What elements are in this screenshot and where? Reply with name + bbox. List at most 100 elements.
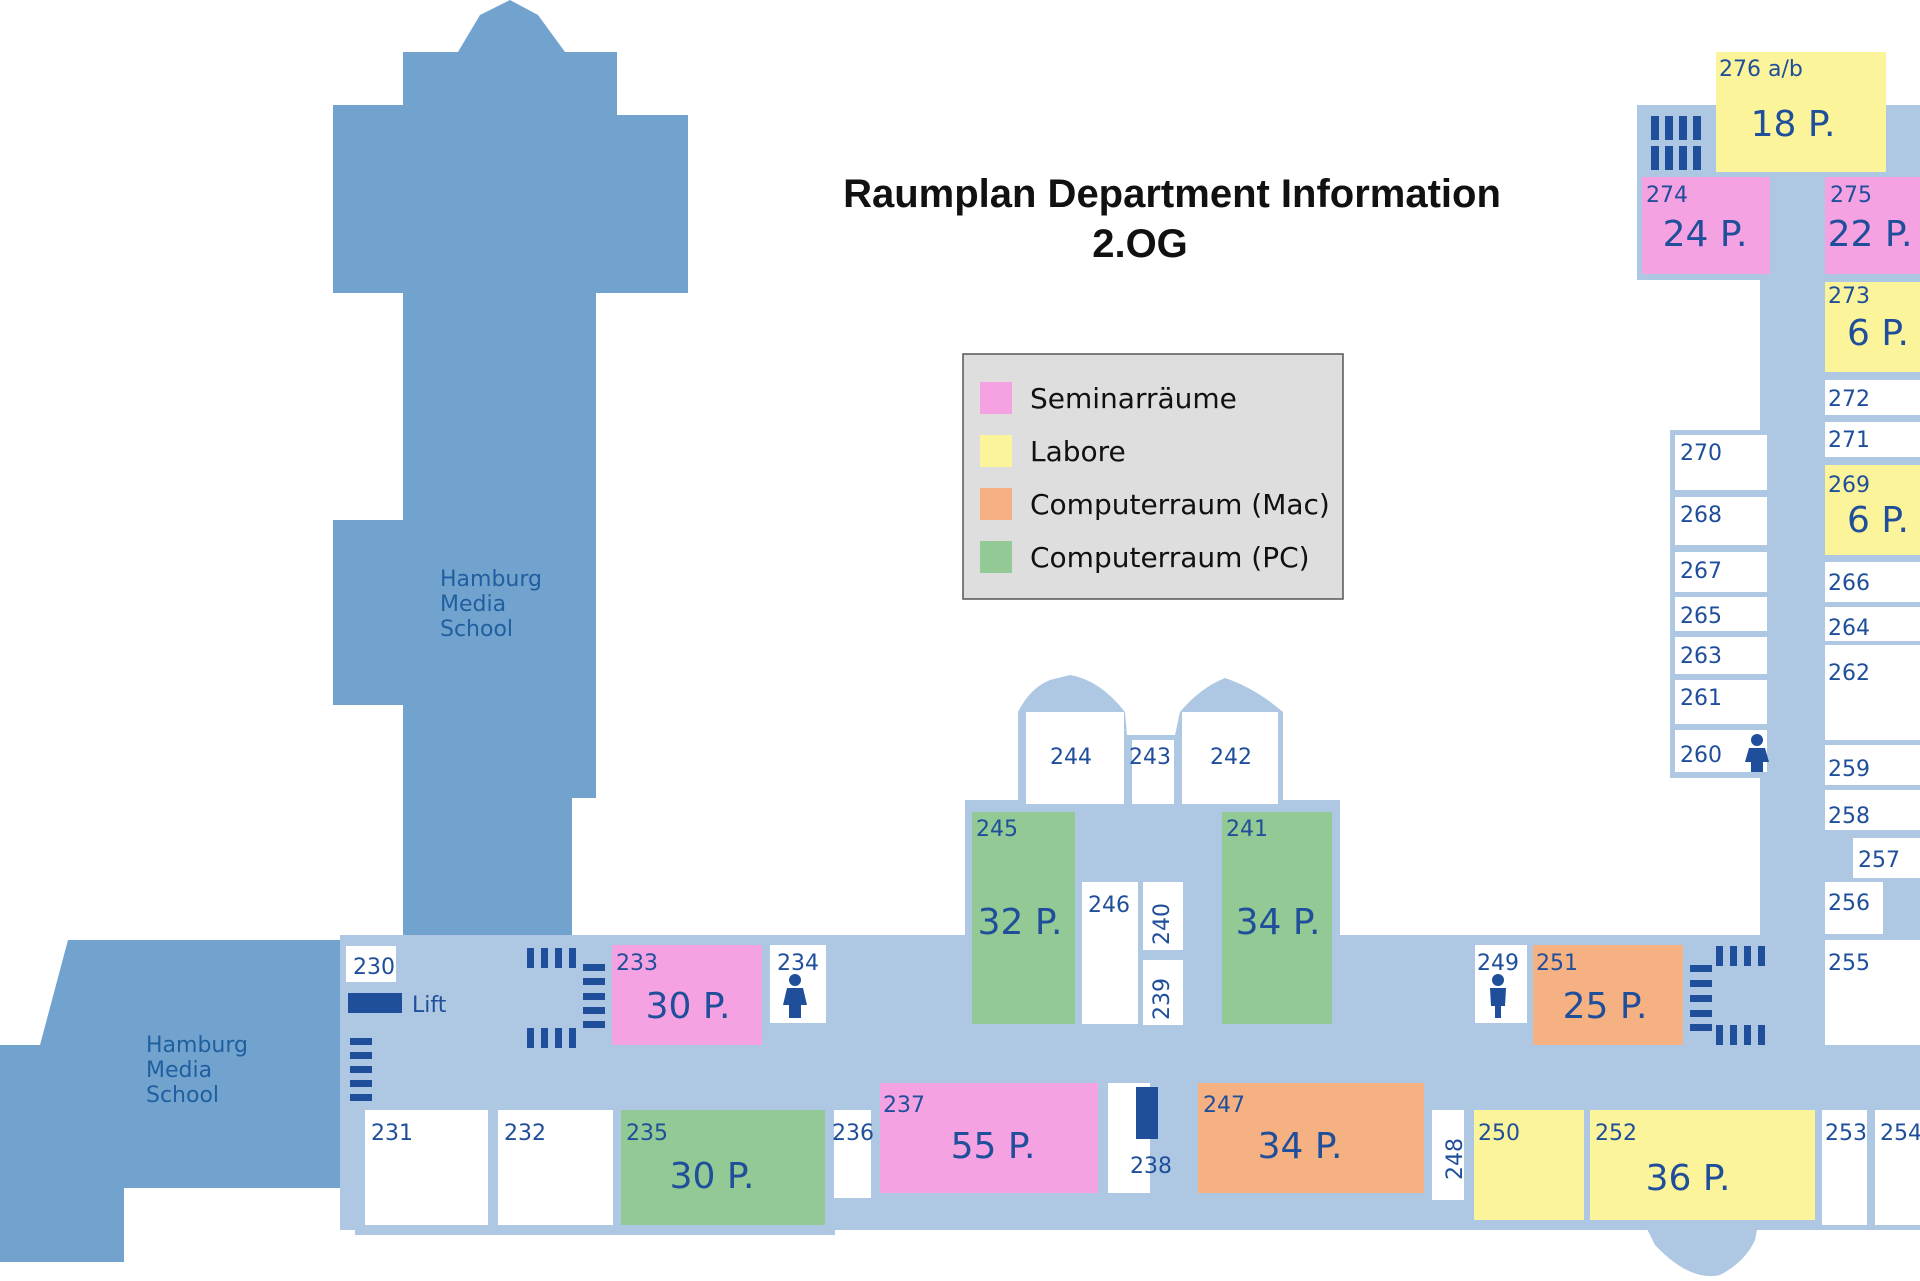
room-area[interactable] [834, 1110, 871, 1198]
room-area[interactable] [1675, 552, 1767, 592]
room-268[interactable]: 268 [1675, 497, 1767, 545]
room-capacity: 18 P. [1751, 104, 1836, 145]
room-area[interactable] [1825, 380, 1920, 415]
room-area[interactable] [621, 1110, 825, 1225]
room-capacity: 6 P. [1847, 313, 1909, 354]
room-area[interactable] [880, 1083, 1098, 1193]
building-top[interactable] [333, 0, 688, 940]
room-area[interactable] [1182, 712, 1278, 804]
room-area[interactable] [1716, 52, 1886, 172]
room-area[interactable] [1825, 882, 1883, 934]
room-area[interactable] [1825, 940, 1920, 1045]
room-area[interactable] [1198, 1083, 1424, 1193]
room-263[interactable]: 263 [1675, 637, 1767, 674]
room-254[interactable]: 254 [1875, 1110, 1920, 1225]
room-246[interactable]: 246 [1082, 882, 1138, 1024]
room-253[interactable]: 253 [1822, 1110, 1867, 1225]
room-271[interactable]: 271 [1825, 422, 1920, 457]
room-244[interactable]: 244 [1026, 712, 1124, 804]
room-number: 234 [777, 951, 819, 976]
building-bottom[interactable] [0, 940, 340, 1262]
room-area[interactable] [1875, 1110, 1920, 1225]
room-area[interactable] [1853, 838, 1920, 878]
room-area[interactable] [1026, 712, 1124, 804]
room-area[interactable] [1825, 562, 1920, 602]
room-area[interactable] [1825, 177, 1920, 274]
room-264[interactable]: 264 [1825, 607, 1920, 641]
room-area[interactable] [1825, 282, 1920, 372]
room-256[interactable]: 256 [1825, 882, 1883, 934]
room-area[interactable] [1474, 1110, 1584, 1220]
room-239[interactable]: 239 [1143, 960, 1183, 1025]
room-276-a-b[interactable]: 276 a/b18 P. [1716, 52, 1886, 172]
room-area[interactable] [1132, 740, 1174, 804]
room-257[interactable]: 257 [1853, 838, 1920, 878]
room-area[interactable] [972, 812, 1075, 1024]
room-area[interactable] [346, 946, 396, 982]
room-area[interactable] [1222, 812, 1332, 1024]
room-area[interactable] [1825, 790, 1920, 830]
room-area[interactable] [1822, 1110, 1867, 1225]
room-area[interactable] [1825, 745, 1920, 785]
room-area[interactable] [1825, 465, 1920, 555]
room-267[interactable]: 267 [1675, 552, 1767, 592]
room-area[interactable] [365, 1110, 488, 1225]
room-number: 270 [1680, 441, 1722, 466]
room-area[interactable] [1675, 637, 1767, 674]
room-area[interactable] [1825, 422, 1920, 457]
room-262[interactable]: 262 [1825, 645, 1920, 740]
room-243[interactable]: 243 [1129, 740, 1174, 804]
room-number: 275 [1830, 183, 1872, 208]
room-248[interactable]: 248 [1432, 1110, 1468, 1200]
room-area[interactable] [1675, 435, 1767, 490]
room-area[interactable] [1675, 680, 1767, 724]
room-259[interactable]: 259 [1825, 745, 1920, 785]
room-area[interactable] [1642, 177, 1770, 274]
room-area[interactable] [1143, 882, 1183, 950]
room-265[interactable]: 265 [1675, 597, 1767, 631]
room-area[interactable] [1533, 945, 1683, 1045]
room-266[interactable]: 266 [1825, 562, 1920, 602]
room-number: 237 [883, 1093, 925, 1118]
room-area[interactable] [1675, 497, 1767, 545]
room-area[interactable] [1825, 645, 1920, 740]
room-258[interactable]: 258 [1825, 790, 1920, 830]
room-area[interactable] [1825, 607, 1920, 641]
room-area[interactable] [612, 945, 762, 1045]
room-area[interactable] [1675, 597, 1767, 631]
room-area[interactable] [1143, 960, 1183, 1025]
room-242[interactable]: 242 [1182, 712, 1278, 804]
room-230[interactable]: 230 [346, 946, 396, 982]
room-area[interactable] [498, 1110, 613, 1225]
room-270[interactable]: 270 [1675, 435, 1767, 490]
room-area[interactable] [1432, 1110, 1464, 1200]
room-number: 253 [1825, 1121, 1867, 1146]
room-number: 264 [1828, 616, 1870, 641]
legend-swatch [980, 488, 1012, 520]
room-232[interactable]: 232 [498, 1110, 613, 1225]
room-240[interactable]: 240 [1143, 882, 1183, 950]
stairs-icon [1651, 116, 1701, 170]
room-capacity: 34 P. [1236, 902, 1321, 943]
room-255[interactable]: 255 [1825, 940, 1920, 1045]
room-250[interactable]: 250 [1474, 1110, 1584, 1220]
room-number: 243 [1129, 745, 1171, 770]
room-272[interactable]: 272 [1825, 380, 1920, 415]
room-area[interactable] [1082, 882, 1138, 1024]
room-261[interactable]: 261 [1675, 680, 1767, 724]
room-231[interactable]: 231 [365, 1110, 488, 1225]
room-236[interactable]: 236 [832, 1110, 874, 1198]
room-area[interactable] [1590, 1110, 1815, 1220]
